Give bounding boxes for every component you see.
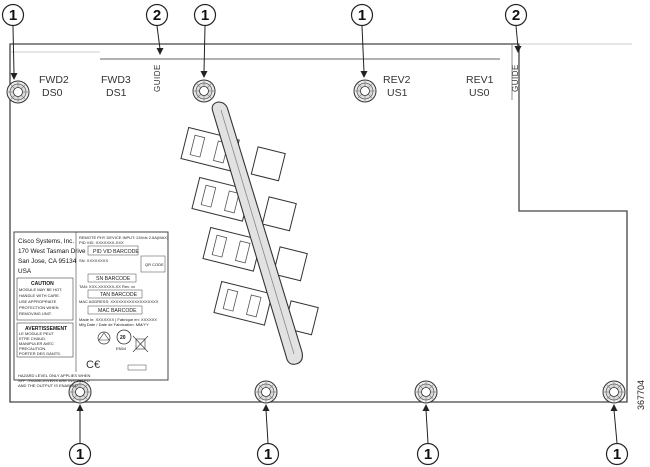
arrow-head-icon — [200, 71, 208, 78]
mac-barcode-label: MAC BARCODE — [98, 308, 137, 314]
product-label-sticker: Cisco Systems, Inc. 170 West Tasman Driv… — [13, 231, 169, 388]
caution-box — [16, 277, 74, 321]
mac-barcode-box — [87, 305, 143, 315]
caution-title: CAUTION — [31, 281, 54, 287]
warning-title: AVERTISSEMENT — [25, 326, 67, 332]
callout-number: 1 — [613, 446, 621, 463]
recycle-20-icon — [116, 329, 132, 345]
fiber-adapter-3 — [202, 226, 308, 282]
weee-bin-icon — [132, 335, 149, 353]
callout-marker: 1 — [1, 3, 25, 80]
callout-number: 1 — [424, 446, 432, 463]
pid-barcode-box — [87, 245, 139, 256]
port-label-rev1: REV1 — [466, 74, 494, 86]
port-label-ds1: DS1 — [106, 87, 127, 99]
arrow-head-icon — [76, 404, 84, 411]
sticker-address2: San Jose, CA 95134 — [18, 258, 77, 265]
sticker-company: Cisco Systems, Inc. — [18, 238, 74, 245]
pid-barcode-label: PID VID BARCODE — [93, 249, 139, 255]
sn-line: SN: XXXXXXXX — [79, 258, 108, 263]
port-label-us1: US1 — [387, 87, 408, 99]
port-label-fwd3: FWD3 — [101, 74, 131, 86]
port-label-fwd2: FWD2 — [39, 74, 69, 86]
hazard-line-3: AND THE OUTPUT IS ENABLED. — [18, 383, 79, 388]
screw-icon — [68, 380, 92, 404]
pid-vid-line: PID VID: XXXXXXX-XXX — [79, 240, 124, 245]
warning-line-1: LE MODULE PEUT — [19, 331, 54, 336]
warning-line-5: PORTER DES GANTS. — [19, 351, 61, 356]
arrow-head-icon — [10, 73, 18, 80]
arrow-head-icon — [156, 48, 164, 55]
recycle-20-label: 20 — [120, 335, 126, 341]
mac-line: MAC ADDRESS: XXXXXXXXXXXXXXXXXX — [79, 299, 159, 304]
mfg-date-line: Mfg Date / Date de Fabrication: MM/YY — [79, 322, 149, 327]
figure-id: 367704 — [636, 380, 646, 410]
caution-line-5: REMOVING UNIT. — [19, 311, 52, 316]
fiber-adapter-2 — [191, 176, 297, 232]
fiber-adapter-bracket — [180, 101, 319, 365]
screw-icon — [6, 80, 30, 104]
callout-number: 1 — [76, 446, 84, 463]
caution-line-2: HANDLE WITH CARE. — [19, 293, 60, 298]
qr-code-label: QR CODE — [145, 262, 164, 267]
arrow-head-icon — [514, 46, 522, 53]
screw-icon — [192, 79, 216, 103]
hazard-line-2: SFP TRANSCEIVERS ARE INSTALLED — [18, 378, 90, 383]
callout-number: 2 — [153, 7, 161, 24]
en54-label: EN54 — [116, 346, 127, 351]
callout-marker: 1 — [605, 404, 629, 466]
adapter-bracket-ridge — [220, 109, 295, 355]
guide-label-left: GUIDE — [153, 64, 162, 92]
device-info-line: REMOTE PHY DEVICE INPUT: 24Vdc 2.5A(MAX) — [79, 235, 169, 240]
tan-barcode-label: TAN BARCODE — [100, 292, 138, 298]
screw-icon — [414, 380, 438, 404]
tan-line: TAN: XXX-XXXXXX-XX Rev. xx — [79, 284, 135, 289]
callout-marker: 2 — [145, 3, 169, 55]
callout-marker: 1 — [416, 404, 440, 466]
callout-marker: 2 — [504, 3, 528, 53]
port-label-rev2: REV2 — [383, 74, 411, 86]
callout-number: 1 — [264, 446, 272, 463]
arrow-head-icon — [262, 404, 270, 411]
callout-number: 1 — [201, 7, 209, 24]
rcm-mark-icon — [97, 331, 111, 345]
screw-icon — [353, 79, 377, 103]
sn-barcode-box — [87, 273, 137, 283]
sn-barcode-label: SN BARCODE — [96, 276, 131, 282]
callout-number: 2 — [512, 7, 520, 24]
warning-box — [16, 322, 74, 358]
port-label-us0: US0 — [469, 87, 490, 99]
callout-marker: 1 — [350, 3, 374, 78]
screw-icon — [254, 380, 278, 404]
caution-line-3: USE APPROPRIATE — [19, 299, 57, 304]
callout-marker: 1 — [68, 404, 92, 466]
made-in-line: Made in: XXXXXXX | Fabrique en: XXXXXX — [79, 317, 157, 322]
callout-number: 1 — [9, 7, 17, 24]
hazard-line-1: HAZARD LEVEL ONLY APPLIES WHEN — [18, 373, 91, 378]
sticker-address1: 170 West Tasman Drive — [18, 248, 86, 255]
tan-barcode-box — [87, 289, 143, 299]
arrow-head-icon — [422, 404, 430, 411]
ce-mark-icon: C€ — [86, 359, 100, 371]
callout-number: 1 — [358, 7, 366, 24]
caution-line-4: PROTECTION WHEN — [19, 305, 59, 310]
fiber-adapter-4 — [213, 280, 319, 336]
blank-box — [127, 364, 147, 371]
arrow-head-icon — [610, 404, 618, 411]
warning-line-4: PRECAUTION. — [19, 346, 46, 351]
screw-icon — [602, 380, 626, 404]
warning-line-3: MANIPULER AVEC — [19, 341, 54, 346]
qr-code-box — [140, 255, 166, 273]
adapter-bracket-bar — [211, 101, 303, 365]
guide-label-right: GUIDE — [511, 64, 520, 92]
caution-line-1: MODULE MAY BE HOT. — [19, 287, 62, 292]
callout-marker: 1 — [193, 3, 217, 78]
callout-marker: 1 — [256, 404, 280, 466]
compliance-marks: 20 EN54 C€ — [86, 329, 149, 371]
warning-line-2: ETRE CHAUD. — [19, 336, 46, 341]
sticker-country: USA — [18, 268, 32, 275]
arrow-head-icon — [360, 71, 368, 78]
port-label-ds0: DS0 — [42, 87, 63, 99]
